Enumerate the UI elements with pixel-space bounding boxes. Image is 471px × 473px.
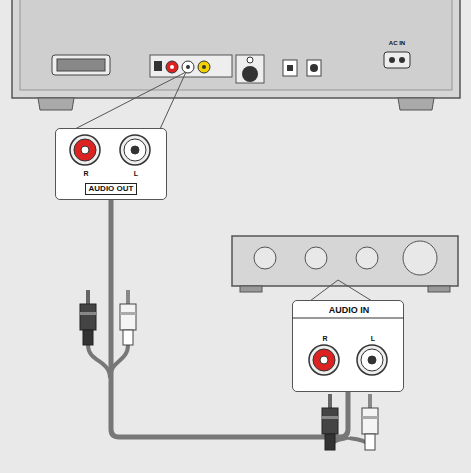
player-rear-panel	[12, 0, 460, 98]
port-name: AUDIO IN	[329, 306, 370, 315]
volume-knob	[403, 241, 437, 275]
leader-line	[75, 72, 186, 129]
knob	[356, 247, 378, 269]
jack-label: L	[371, 335, 375, 342]
knob	[305, 247, 327, 269]
red-jack	[166, 61, 178, 73]
knob	[254, 247, 276, 269]
port-name: AUDIO OUT	[85, 183, 138, 195]
scart-socket	[52, 55, 110, 75]
jack-label: L	[134, 170, 138, 177]
white-jack	[182, 61, 194, 73]
optical-out	[283, 60, 297, 76]
jack-label: R	[83, 170, 88, 177]
foot	[398, 98, 434, 110]
jack-panel	[150, 55, 232, 77]
amplifier	[232, 236, 458, 286]
plug-pair-in	[322, 394, 378, 450]
port-label: AC IN	[389, 40, 405, 46]
leader-line	[310, 280, 372, 301]
yellow-jack	[198, 61, 210, 73]
ac-socket	[384, 52, 410, 68]
s-video-socket	[242, 66, 258, 82]
callout-box: R L AUDIO OUT	[55, 128, 167, 200]
coaxial-out	[307, 60, 321, 76]
foot	[38, 98, 74, 110]
callout-box: AUDIO IN R L	[292, 300, 404, 392]
jack-label: R	[322, 335, 327, 342]
plug-pair-out	[80, 290, 136, 378]
